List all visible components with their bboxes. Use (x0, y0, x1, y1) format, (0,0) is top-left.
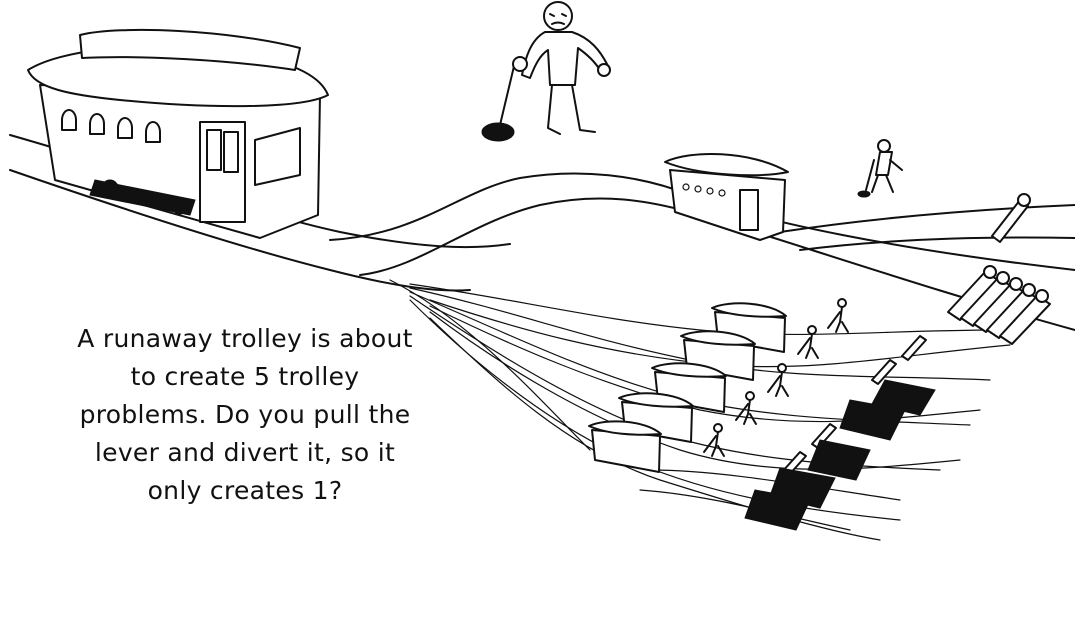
mini-trolley-5 (588, 420, 662, 473)
single-tied-person (991, 193, 1031, 243)
main-tracks (9, 134, 1075, 331)
small-trolley (664, 152, 789, 241)
caption-line: lever and divert it, so it (94, 438, 396, 467)
caption-line: A runaway trolley is about (77, 324, 413, 353)
large-trolley (27, 28, 329, 239)
caption-text: A runaway trolley is about to create 5 t… (40, 320, 450, 510)
mini-victim-groups (744, 335, 936, 531)
caption-line: only creates 1? (147, 476, 343, 505)
caption-line: to create 5 trolley (130, 362, 360, 391)
five-new-trolleys (588, 302, 787, 473)
lever-man (481, 1, 611, 142)
caption-line: problems. Do you pull the (79, 400, 411, 429)
five-tied-people (947, 265, 1051, 345)
small-lever-man (857, 139, 903, 198)
mini-lever-men (703, 298, 849, 457)
